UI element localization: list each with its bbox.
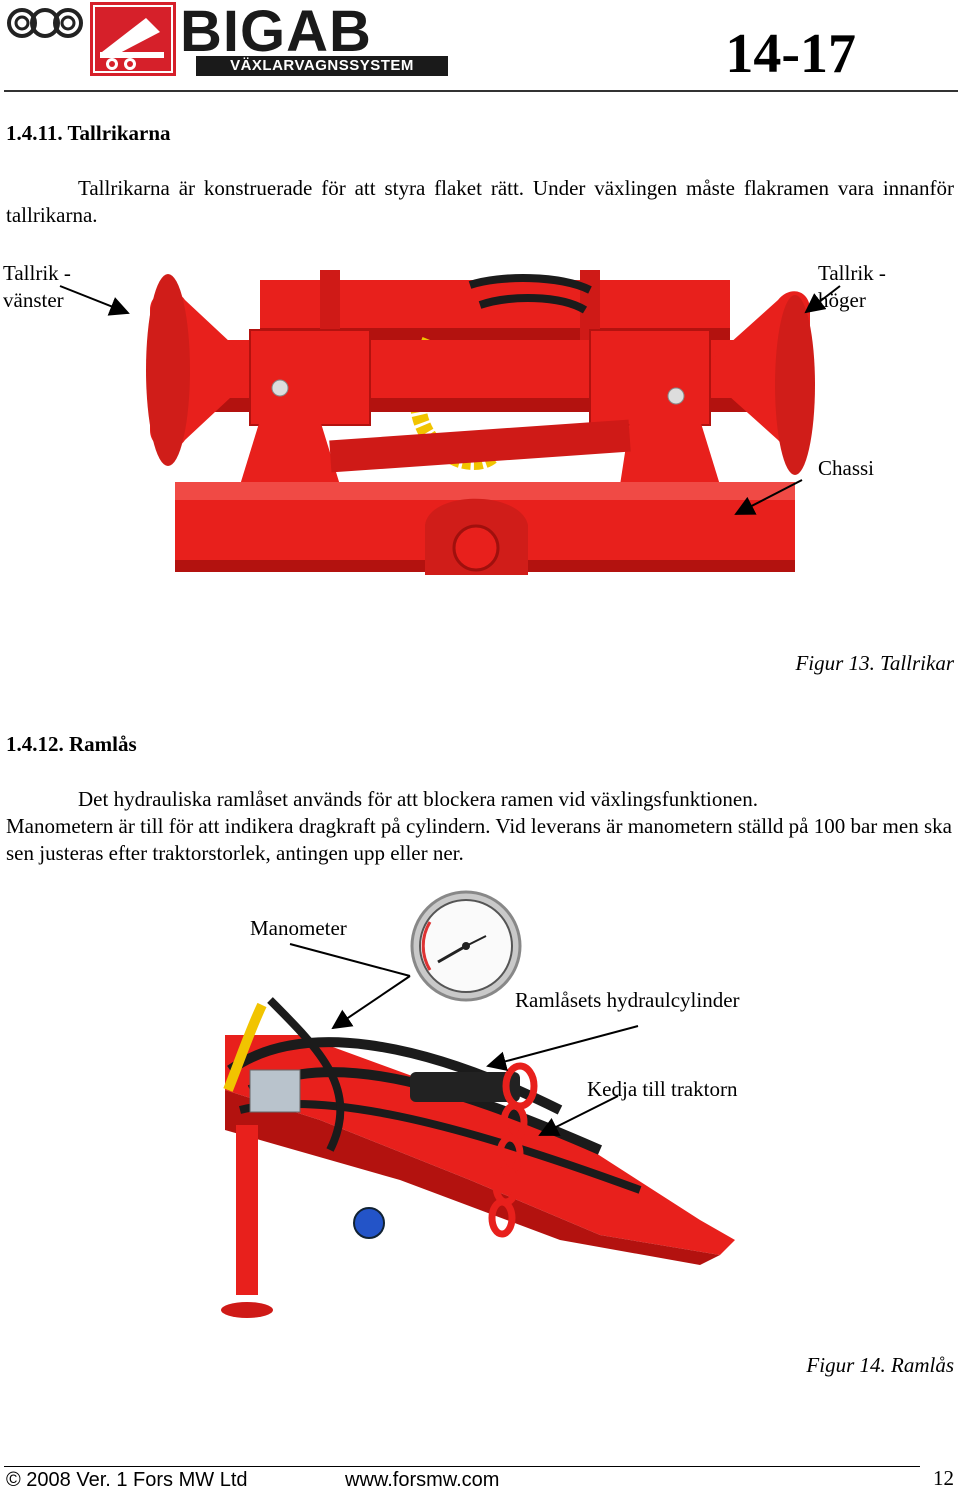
brand-subtitle: VÄXLARVAGNSSYSTEM [196,56,448,76]
section-text-ramlas: Manometern är till för att indikera drag… [6,814,952,865]
section-heading-ramlas: 1.4.12. Ramlås [6,732,137,756]
figure-caption-ramlas: Figur 14. Ramlås [806,1353,954,1377]
label-kedja: Kedja till traktorn [587,1077,738,1101]
logo-truck-icon [90,2,176,76]
figure-tallrikar-image [59,270,841,575]
logo-rings-icon [7,8,83,38]
header-divider [4,90,958,92]
document-code: 14-17 [725,23,856,85]
figure-ramlas-image [221,890,735,1318]
footer-copyright: © 2008 Ver. 1 Fors MW Ltd [6,1469,248,1491]
label-tallrik-vanster-line1: Tallrik - [3,261,71,285]
brand-wordmark: BIGAB [180,0,372,64]
section-text-tallrikarna: Tallrikarna är konstruerade för att styr… [6,176,954,227]
section-text-ramlas-line1: Det hydrauliska ramlåset används för att… [78,787,758,811]
section-heading-tallrikarna: 1.4.11. Tallrikarna [6,121,171,145]
footer-website-link[interactable]: www.forsmw.com [345,1469,500,1491]
page-number: 12 [933,1466,954,1490]
footer-divider [4,1466,920,1467]
label-chassi: Chassi [818,456,875,480]
figure-caption-tallrikar: Figur 13. Tallrikar [795,651,954,675]
label-tallrik-hoger-line1: Tallrik - [818,261,886,285]
label-manometer: Manometer [250,916,347,940]
label-hydraulcylinder: Ramlåsets hydraulcylinder [515,988,740,1012]
label-tallrik-vanster-line2: vänster [3,288,64,312]
manometer-gauge-icon [410,890,522,1002]
